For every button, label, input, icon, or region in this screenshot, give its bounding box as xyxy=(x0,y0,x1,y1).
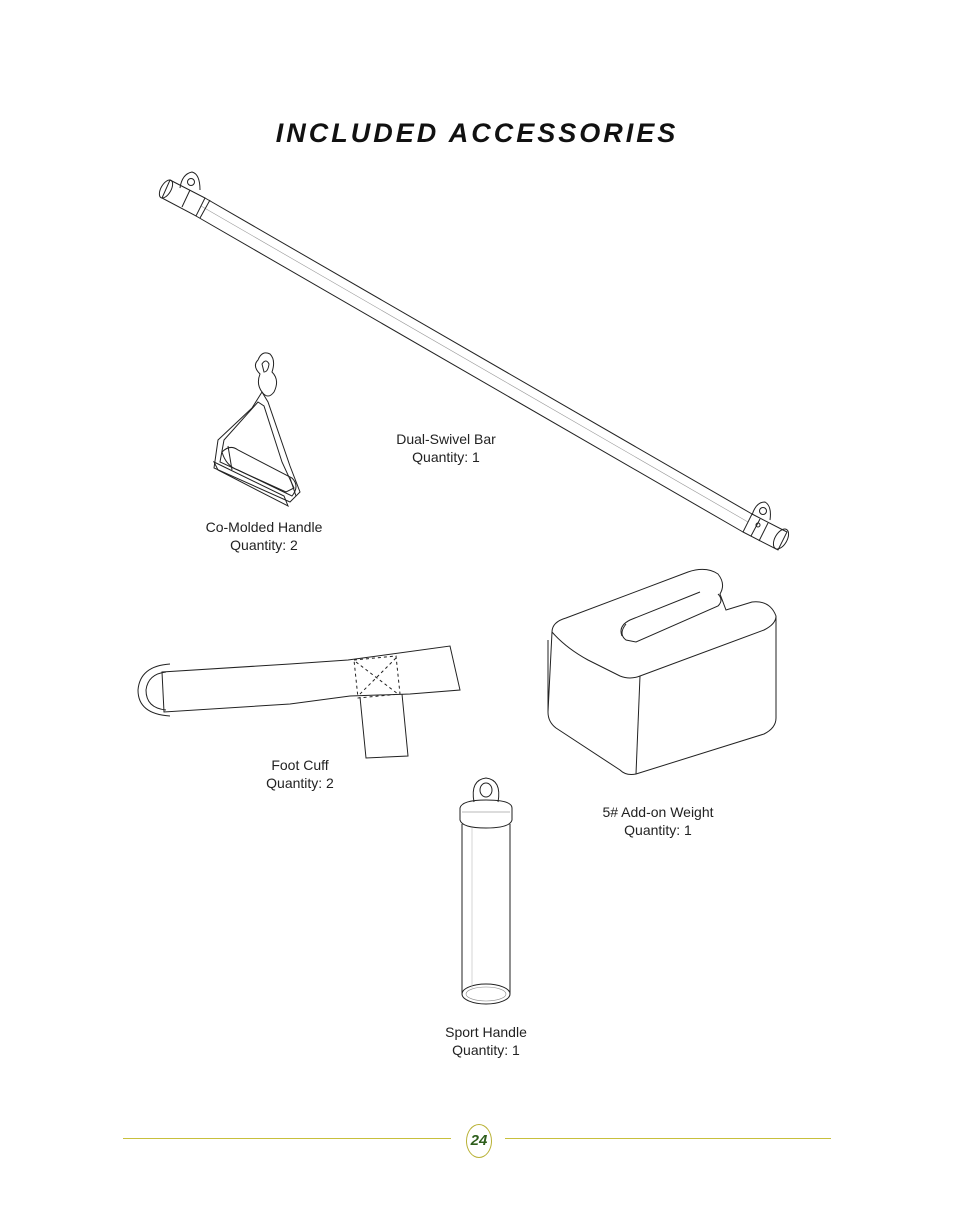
foot-cuff-quantity: Quantity: 2 xyxy=(266,775,334,791)
add-on-weight-quantity: Quantity: 1 xyxy=(624,822,692,838)
foot-cuff-illustration xyxy=(137,645,461,759)
add-on-weight-illustration xyxy=(547,568,777,775)
foot-cuff-name: Foot Cuff xyxy=(271,757,329,773)
add-on-weight-name: 5# Add-on Weight xyxy=(602,804,714,820)
sport-handle-quantity: Quantity: 1 xyxy=(452,1042,520,1058)
co-molded-handle-quantity: Quantity: 2 xyxy=(230,537,298,553)
add-on-weight-caption: 5# Add-on Weight Quantity: 1 xyxy=(558,803,758,839)
dual-swivel-bar-name: Dual-Swivel Bar xyxy=(396,431,496,447)
page-title: INCLUDED ACCESSORIES xyxy=(275,118,679,148)
foot-cuff-caption: Foot Cuff Quantity: 2 xyxy=(200,756,400,792)
dual-swivel-bar-caption: Dual-Swivel Bar Quantity: 1 xyxy=(346,430,546,466)
footer-rule-left xyxy=(123,1138,451,1139)
co-molded-handle-name: Co-Molded Handle xyxy=(205,519,323,535)
page-number: 24 xyxy=(466,1124,492,1158)
sport-handle-illustration xyxy=(459,777,513,1005)
co-molded-handle-caption: Co-Molded Handle Quantity: 2 xyxy=(164,518,364,554)
sport-handle-name: Sport Handle xyxy=(445,1024,527,1040)
co-molded-handle-illustration xyxy=(212,352,301,508)
dual-swivel-bar-quantity: Quantity: 1 xyxy=(412,449,480,465)
sport-handle-caption: Sport Handle Quantity: 1 xyxy=(386,1023,586,1059)
dual-swivel-bar-illustration xyxy=(158,171,790,551)
footer-rule-right xyxy=(505,1138,831,1139)
